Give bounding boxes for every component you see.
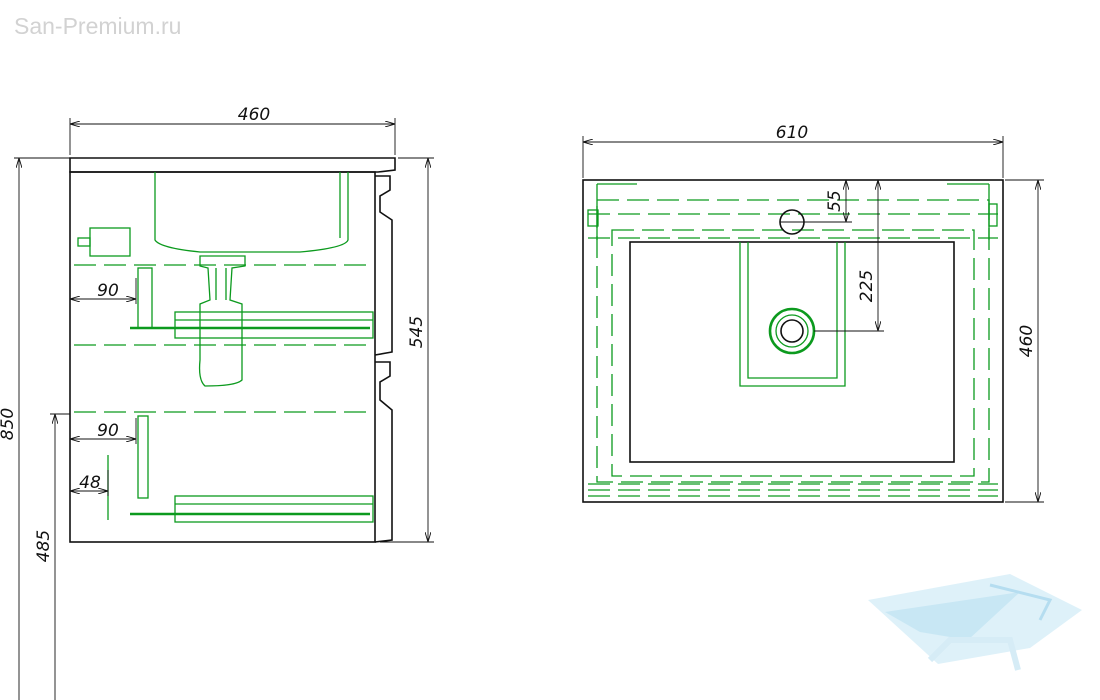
siphon-pipe	[215, 268, 227, 300]
total-height-label: 850	[0, 408, 18, 440]
right-bracket	[988, 203, 998, 227]
wall-fitting-tab	[77, 237, 91, 247]
countertop-outline	[69, 157, 396, 173]
basin-section	[154, 172, 349, 253]
siphon-box-inner	[747, 242, 838, 379]
left-bracket	[587, 209, 599, 227]
lower-drawer-side	[137, 415, 149, 499]
top-width-label: 610	[776, 123, 808, 143]
side-width-label: 460	[238, 105, 270, 125]
side-view: 460 545 850 485 90 90 48	[0, 105, 434, 700]
upper-drawer-side	[137, 267, 153, 329]
floor-height-label: 485	[34, 530, 54, 562]
top-view: 610 460 55 225	[582, 123, 1044, 503]
siphon-outline	[198, 255, 246, 387]
cabinet-hidden-frame	[596, 199, 990, 483]
lower-handle-profile	[374, 361, 393, 543]
bathtub-logo-icon	[868, 574, 1082, 671]
drain-ring-inner	[775, 314, 809, 348]
top-depth-label: 460	[1017, 325, 1037, 357]
vanity-top-outline	[582, 179, 1004, 503]
cabinet-body	[69, 171, 376, 543]
siphon-box-hidden	[739, 242, 846, 387]
drain-hole	[780, 319, 804, 343]
upper-handle-profile	[374, 175, 393, 356]
tap-hole-label: 55	[825, 190, 845, 212]
basin-bowl-outline	[629, 241, 955, 463]
drain-label: 225	[857, 270, 877, 302]
wall-fitting	[89, 227, 131, 257]
mount-brackets	[596, 183, 990, 240]
watermark-text: San-Premium.ru	[14, 13, 181, 39]
drawer-hidden-frame	[611, 229, 975, 477]
lower-drawer-runner	[174, 495, 374, 523]
upper-drawer-runner	[174, 311, 374, 339]
lower-offset-label: 90	[97, 421, 119, 441]
upper-offset-label: 90	[97, 281, 119, 301]
inner-offset-label: 48	[79, 473, 101, 493]
body-height-label: 545	[407, 316, 427, 348]
